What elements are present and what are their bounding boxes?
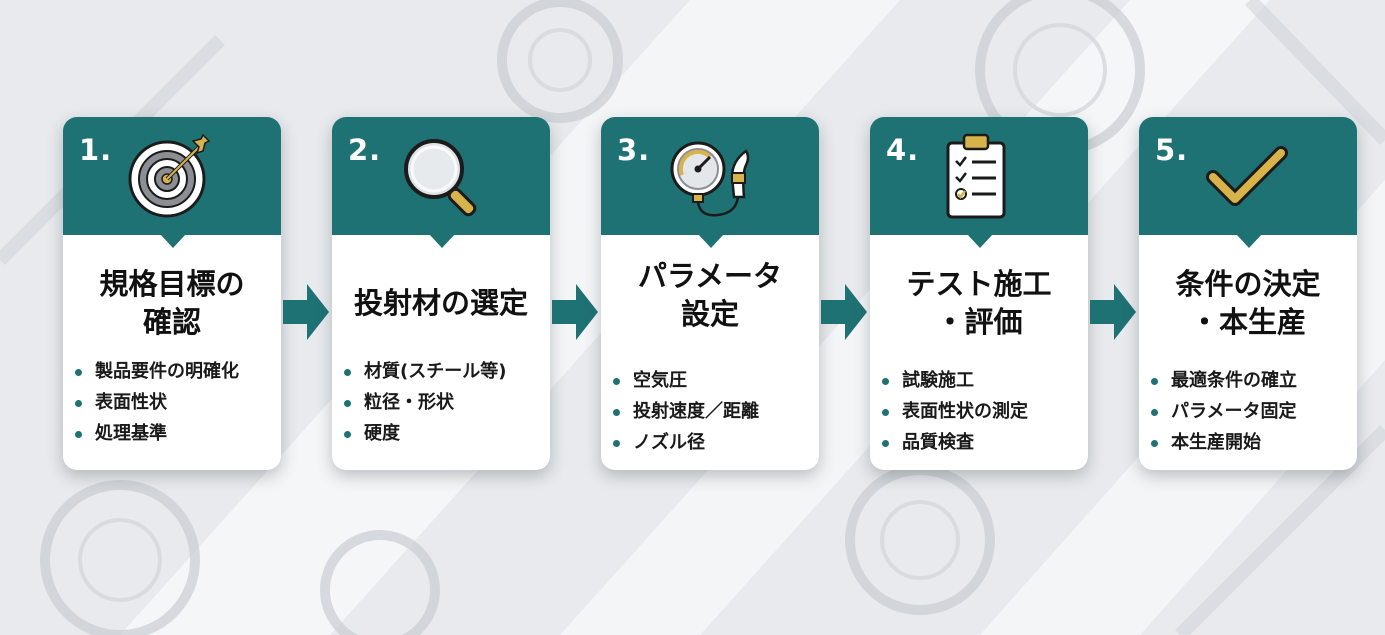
step-header: 5. (1139, 117, 1357, 235)
title-line: 投射材の選定 (353, 286, 528, 320)
target-icon (128, 133, 211, 218)
step-title: 規格目標の 確認 (67, 255, 277, 351)
step-number: 4. (886, 133, 920, 167)
header-notch (429, 234, 455, 248)
bullet-item: 製品要件の明確化 (73, 356, 279, 387)
gauge-nozzle-icon (670, 141, 750, 217)
header-notch (160, 234, 186, 248)
arrow-right-icon (821, 284, 867, 340)
bullet-item: 最適条件の確立 (1149, 365, 1355, 396)
checkmark-icon (1206, 146, 1288, 206)
arrow-right-icon (1090, 284, 1136, 340)
step-number: 3. (617, 133, 651, 167)
step-header: 4. (870, 117, 1088, 235)
step-title: テスト施工 ・評価 (874, 255, 1084, 351)
title-line: テスト施工 (906, 267, 1052, 301)
bullet-item: 硬度 (342, 418, 548, 449)
header-notch (698, 234, 724, 248)
step-card-2: 2. 投射材の選定 材質(スチール等) 粒径・形状 硬度 (332, 117, 550, 470)
bullet-item: ノズル径 (611, 427, 817, 458)
title-line: ・本生産 (1189, 305, 1306, 339)
step-number: 2. (348, 133, 382, 167)
step-number: 1. (79, 133, 113, 167)
title-line: 設定 (680, 297, 739, 331)
step-bullets: 最適条件の確立 パラメータ固定 本生産開始 (1149, 365, 1355, 458)
step-card-5: 5. 条件の決定 ・本生産 最適条件の確立 パラメータ固定 本生産開始 (1139, 117, 1357, 470)
title-line: 条件の決定 (1175, 267, 1321, 301)
step-bullets: 試験施工 表面性状の測定 品質検査 (880, 365, 1086, 458)
step-card-4: 4. テスト施工 ・評価 試験施工 表面性状の測定 品質検査 (870, 117, 1088, 470)
header-notch (1236, 234, 1262, 248)
header-notch (967, 234, 993, 248)
arrow-right-icon (552, 284, 598, 340)
bullet-item: 品質検査 (880, 427, 1086, 458)
step-title: 条件の決定 ・本生産 (1143, 255, 1353, 351)
bullet-item: 空気圧 (611, 365, 817, 396)
magnifier-icon (404, 139, 477, 217)
title-line: パラメータ (637, 259, 783, 293)
title-line: 確認 (142, 305, 201, 339)
step-title: パラメータ 設定 (605, 247, 815, 343)
arrow-right-icon (283, 284, 329, 340)
step-bullets: 製品要件の明確化 表面性状 処理基準 (73, 356, 279, 449)
step-bullets: 空気圧 投射速度／距離 ノズル径 (611, 365, 817, 458)
step-card-3: 3. パラメータ 設定 空気圧 投射速度／距離 ノズル径 (601, 117, 819, 470)
step-header: 2. (332, 117, 550, 235)
step-number: 5. (1155, 133, 1189, 167)
bullet-item: パラメータ固定 (1149, 396, 1355, 427)
bullet-item: 粒径・形状 (342, 387, 548, 418)
bullet-item: 試験施工 (880, 365, 1086, 396)
bullet-item: 投射速度／距離 (611, 396, 817, 427)
step-header: 3. (601, 117, 819, 235)
clipboard-checklist-icon (946, 133, 1006, 219)
step-bullets: 材質(スチール等) 粒径・形状 硬度 (342, 356, 548, 449)
title-line: ・評価 (935, 305, 1023, 339)
bullet-item: 材質(スチール等) (342, 356, 548, 387)
bullet-item: 処理基準 (73, 418, 279, 449)
title-line: 規格目標の (99, 267, 245, 301)
step-header: 1. (63, 117, 281, 235)
bullet-item: 本生産開始 (1149, 427, 1355, 458)
bullet-item: 表面性状 (73, 387, 279, 418)
step-title: 投射材の選定 (336, 255, 546, 351)
bullet-item: 表面性状の測定 (880, 396, 1086, 427)
step-card-1: 1. 規格目標の 確認 製品要件の明確化 表面性状 処理基準 (63, 117, 281, 470)
